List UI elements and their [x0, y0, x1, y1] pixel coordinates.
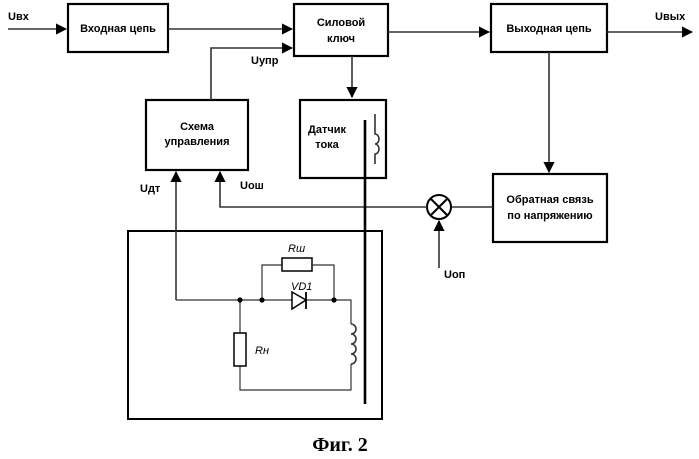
wire-shunt-left — [262, 265, 282, 300]
u-ctrl-label: Uупр — [251, 55, 279, 67]
current-sensor-label-line1: Датчик — [308, 124, 346, 136]
u-dt-label: Uдт — [140, 183, 161, 195]
voltage-feedback-label-line2: по напряжению — [507, 210, 592, 222]
figure-caption: Фиг. 2 — [312, 434, 368, 456]
u-ref-label: Uоп — [444, 269, 465, 281]
voltage-feedback-block — [493, 174, 607, 242]
current-sensor-block — [300, 100, 386, 178]
output-circuit-label: Выходная цепь — [506, 23, 591, 35]
diode-label: VD1 — [291, 281, 312, 293]
current-sensor-label-line2: тока — [315, 139, 339, 151]
junction-dot-3 — [331, 297, 336, 302]
diode-triangle — [292, 292, 306, 309]
power-switch-label-line2: ключ — [327, 33, 355, 45]
secondary-winding — [351, 324, 356, 364]
wire-shunt-right — [312, 265, 334, 300]
control-circuit-block — [146, 100, 248, 170]
shunt-resistor — [282, 258, 312, 271]
control-circuit-label-line1: Схема — [180, 121, 215, 133]
wire-to-winding-top — [334, 300, 351, 324]
u-out-label: Uвых — [655, 11, 686, 23]
input-circuit-label: Входная цепь — [80, 23, 156, 35]
u-in-label: Uвх — [8, 11, 30, 23]
power-switch-label-line1: Силовой — [317, 17, 365, 29]
junction-dot-2 — [259, 297, 264, 302]
sensor-circuit-frame — [128, 231, 382, 419]
load-resistor — [234, 333, 246, 366]
u-err-label: Uош — [240, 180, 264, 192]
power-switch-block — [294, 4, 388, 56]
control-circuit-label-line2: управления — [164, 136, 229, 148]
junction-dot-1 — [237, 297, 242, 302]
wire-bottom — [240, 364, 351, 390]
r-load-label: Rн — [255, 345, 269, 357]
r-shunt-label: Rш — [288, 243, 305, 255]
voltage-feedback-label-line1: Обратная связь — [506, 194, 593, 206]
